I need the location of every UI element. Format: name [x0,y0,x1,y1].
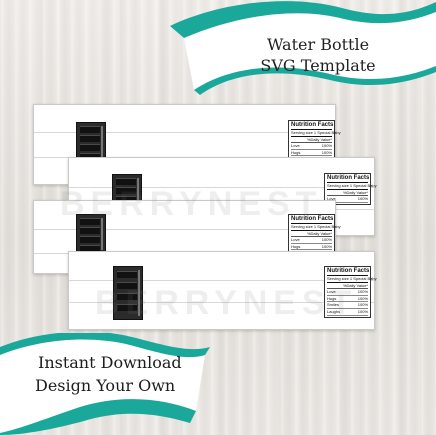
bottom-wave-banner [0,333,210,435]
nf-title: Nutrition Facts [327,268,370,276]
nf-serving: Serving size 1 Special Baby [327,183,377,190]
watermark-text: BERRYNEST [95,284,358,322]
nutrition-facts-panel: Nutrition Facts Serving size 1 Special B… [324,173,377,205]
nutrition-facts-panel: Nutrition Facts Serving size 1 Special B… [324,266,377,318]
bottle-label-1: Nutrition Facts Serving size 1 Special B… [33,104,341,185]
bottle-icon [76,122,106,162]
nf-daily-value: %Daily Value* [327,283,368,290]
nf-title: Nutrition Facts [291,216,334,224]
nf-daily-value: %Daily Value* [327,190,368,197]
top-wave-banner [170,1,436,95]
page-title-line-2: SVG Template [260,56,376,75]
page-title-line-1: Water Bottle [266,35,370,54]
watermark-text: BERRYNEST [60,185,323,223]
label-band [69,280,374,281]
promo-line-1: Instant Download [38,353,182,372]
bottle-icon [76,214,106,254]
promo-line-2: Design Your Own [35,376,176,395]
label-band [34,132,335,133]
nf-daily-value: %Daily Value* [291,137,332,144]
nf-daily-value: %Daily Value* [291,231,332,238]
label-band [69,187,374,188]
nf-serving: Serving size 1 Special Baby [291,224,341,231]
nf-serving: Serving size 1 Special Baby [327,276,377,283]
nf-title: Nutrition Facts [327,175,370,183]
bottle-icon [113,266,143,320]
label-band [69,302,374,303]
nf-title: Nutrition Facts [291,122,334,130]
nf-serving: Serving size 1 Special Baby [291,130,341,137]
label-band [34,229,335,230]
bottle-label-4: Nutrition Facts Serving size 1 Special B… [68,251,377,330]
